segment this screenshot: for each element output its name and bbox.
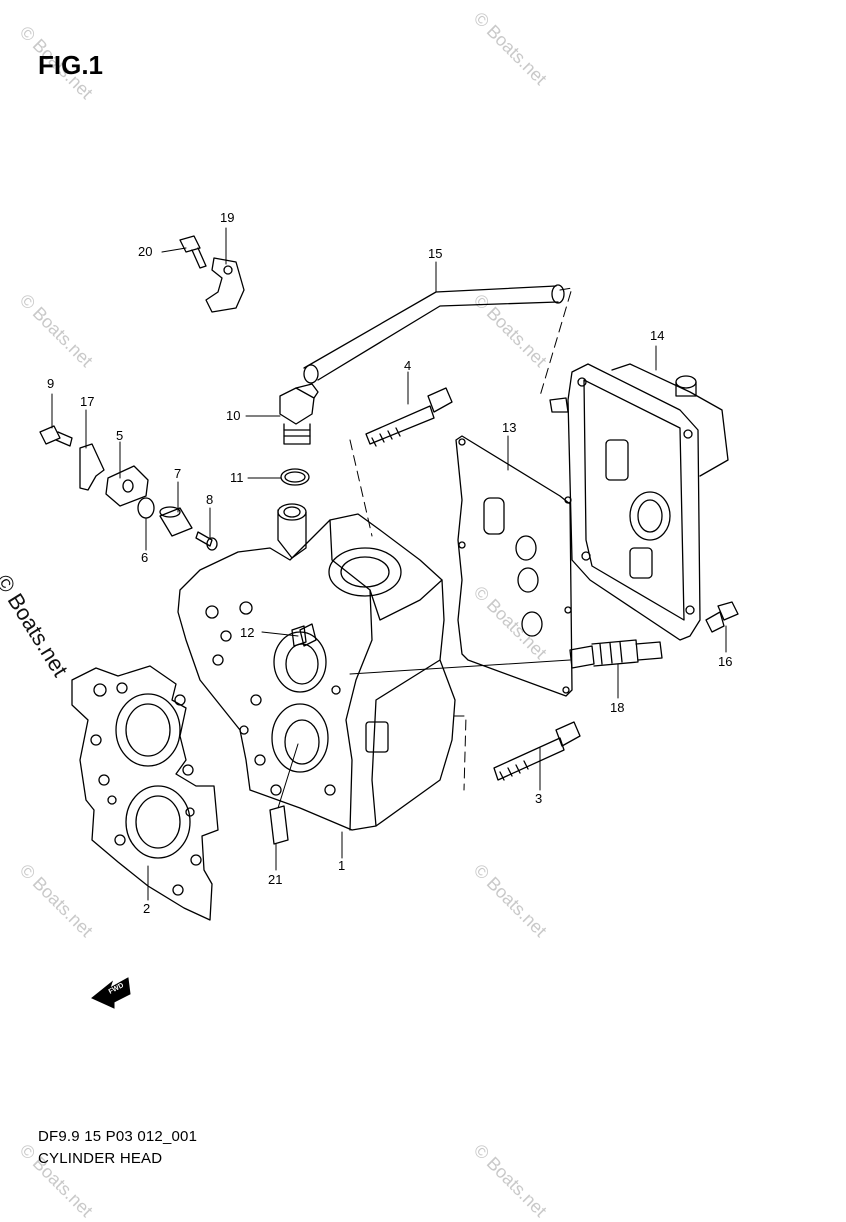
callout-3: 3 bbox=[535, 791, 542, 806]
callout-4: 4 bbox=[404, 358, 411, 373]
callout-20: 20 bbox=[138, 244, 152, 259]
o-ring-inner bbox=[284, 471, 306, 483]
leader-lines bbox=[51, 227, 727, 901]
washer-6-part bbox=[137, 497, 155, 519]
cover-gasket-part bbox=[455, 435, 573, 697]
spark-plug-part bbox=[569, 639, 663, 669]
stud-12-part bbox=[291, 625, 307, 647]
callout-11: 11 bbox=[230, 470, 244, 485]
clamp-17-part bbox=[79, 443, 105, 491]
callout-16: 16 bbox=[718, 654, 732, 669]
dashed-alignment-lines bbox=[349, 287, 573, 791]
callout-15: 15 bbox=[428, 246, 442, 261]
bracket-19-part bbox=[205, 257, 245, 313]
callout-5: 5 bbox=[116, 428, 123, 443]
cylinder-head-cover-part bbox=[549, 363, 729, 641]
callout-19: 19 bbox=[220, 210, 234, 225]
bolt-9-part bbox=[39, 425, 73, 447]
callout-6: 6 bbox=[141, 550, 148, 565]
stud-21-part bbox=[269, 805, 289, 845]
bolt-4-part bbox=[365, 387, 453, 447]
fwd-arrow-icon: FWD bbox=[91, 977, 131, 1009]
callout-10: 10 bbox=[226, 408, 240, 423]
filler-cap-part bbox=[279, 383, 319, 445]
bolt-16-part bbox=[705, 601, 739, 633]
bolt-3-part bbox=[493, 721, 581, 781]
figure-title: FIG.1 bbox=[38, 50, 104, 80]
callout-17: 17 bbox=[80, 394, 94, 409]
screw-8-part bbox=[195, 531, 218, 551]
o-ring-part bbox=[280, 468, 310, 486]
diagram-name: CYLINDER HEAD bbox=[38, 1150, 163, 1167]
callout-18: 18 bbox=[610, 700, 624, 715]
callout-7: 7 bbox=[174, 466, 181, 481]
diagram-code: DF9.9 15 P03 012_001 bbox=[38, 1128, 198, 1145]
bolt-20-part bbox=[179, 235, 207, 269]
callout-9: 9 bbox=[47, 376, 54, 391]
callout-8: 8 bbox=[206, 492, 213, 507]
callout-21: 21 bbox=[268, 872, 282, 887]
cylinder-head-part bbox=[177, 503, 456, 831]
callout-12: 12 bbox=[240, 625, 254, 640]
bracket-5-part bbox=[105, 465, 149, 507]
callout-13: 13 bbox=[502, 420, 516, 435]
sleeve-7-part bbox=[159, 506, 193, 537]
callout-labels: 15 19 20 14 4 9 17 10 13 5 11 7 8 6 12 1… bbox=[47, 210, 732, 916]
callout-1: 1 bbox=[338, 858, 345, 873]
head-gasket-part bbox=[71, 665, 219, 921]
callout-2: 2 bbox=[143, 901, 150, 916]
breather-hose-part bbox=[303, 284, 565, 384]
callout-14: 14 bbox=[650, 328, 664, 343]
